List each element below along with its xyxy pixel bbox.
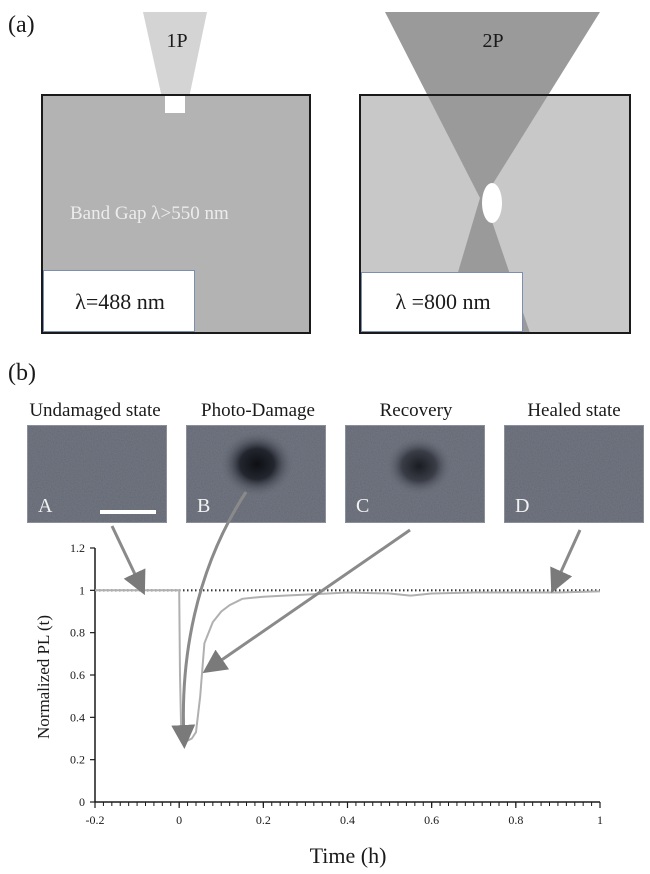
- panel-a-tag: (a): [8, 12, 35, 38]
- scale-bar: [100, 510, 156, 514]
- left-wavelength-label: λ=488 nm: [75, 289, 165, 314]
- x-tick-label: 0.6: [424, 813, 439, 827]
- y-tick-label: 1.2: [70, 541, 85, 555]
- left-wavelength-box: λ=488 nm: [43, 270, 195, 332]
- arrow-b-to-minimum: [171, 491, 248, 749]
- microscopy-image-d: D: [504, 425, 644, 523]
- y-tick-label: 0.6: [70, 668, 85, 682]
- microscopy-image-a: A: [27, 425, 167, 523]
- y-axis-label: Normalized PL (t): [34, 615, 54, 739]
- 1p-beam-cone: [143, 12, 207, 98]
- x-tick-label: -0.2: [86, 813, 105, 827]
- x-axis-label: Time (h): [309, 843, 387, 868]
- series-line-1: [95, 589, 601, 742]
- 2p-focal-spot: [482, 183, 502, 223]
- image-letter-a: A: [38, 495, 53, 517]
- y-tick-label: 0.4: [70, 710, 85, 724]
- arrow-d-to-healed: [550, 529, 582, 594]
- image-letter-c: C: [356, 495, 370, 517]
- y-tick-label: 0.8: [70, 626, 85, 640]
- x-tick-label: 0.8: [508, 813, 523, 827]
- 2p-beam-label: 2P: [482, 30, 504, 52]
- arrow-a-to-baseline: [110, 525, 146, 596]
- panel-b-tag: (b): [8, 360, 36, 386]
- x-tick-label: 0.2: [256, 813, 271, 827]
- y-tick-label: 0.2: [70, 753, 85, 767]
- image-letter-d: D: [515, 495, 530, 517]
- y-tick-label: 0: [79, 795, 85, 809]
- microscopy-image-c: C: [345, 425, 485, 523]
- 1p-focal-spot: [165, 96, 185, 113]
- x-tick-label: 0.4: [340, 813, 355, 827]
- state-title-healed: Healed state: [527, 400, 621, 421]
- x-tick-label: 1: [597, 813, 603, 827]
- state-title-undamaged: Undamaged state: [29, 400, 161, 421]
- state-title-recovery: Recovery: [379, 400, 453, 421]
- 1p-beam-label: 1P: [166, 30, 188, 52]
- right-wavelength-label: λ =800 nm: [395, 289, 491, 314]
- y-axis-label-text: Normalized PL (t): [34, 615, 53, 739]
- band-gap-label: Band Gap λ>550 nm: [70, 203, 229, 224]
- y-tick-label: 1: [79, 583, 85, 597]
- right-wavelength-box: λ =800 nm: [361, 272, 523, 332]
- microscopy-image-b: B: [186, 425, 326, 523]
- image-letter-b: B: [197, 495, 211, 517]
- state-title-photo-damage: Photo-Damage: [201, 400, 315, 421]
- 2p-beam-upper: [385, 12, 600, 198]
- x-tick-label: 0: [176, 813, 182, 827]
- right-sample-border: [359, 94, 631, 334]
- arrow-c-to-recovery: [202, 528, 411, 674]
